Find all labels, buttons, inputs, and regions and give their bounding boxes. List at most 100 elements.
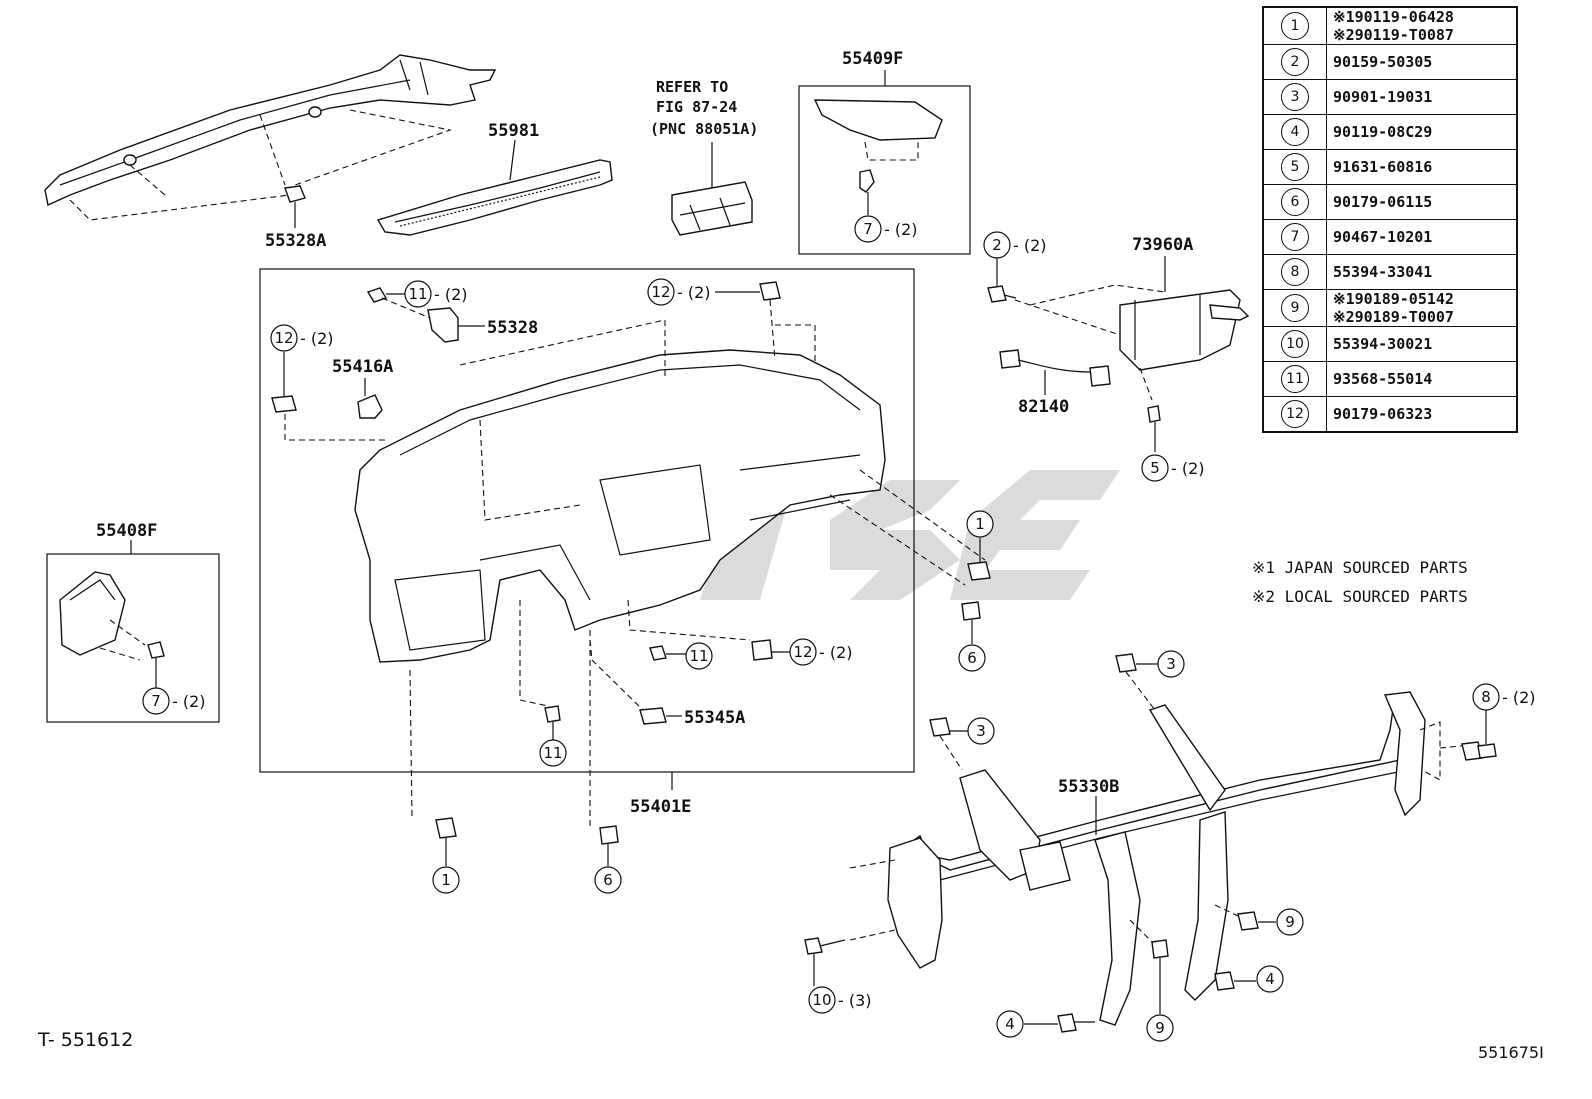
note-japan: ※1 JAPAN SOURCED PARTS [1252,558,1468,577]
callout-6-right: 6 [958,644,986,672]
legend-row: 4 90119-08C29 [1262,114,1518,150]
svg-text:- (2): - (2) [819,643,853,662]
svg-text:11: 11 [543,744,562,762]
legend-value: 91631-60816 [1326,149,1518,185]
clip-55345a [589,639,682,725]
svg-text:6: 6 [967,649,977,667]
svg-text:- (2): - (2) [677,283,711,302]
defroster-nozzle-55981 [376,139,613,236]
legend-row: 9 ※190189-05142※290189-T0007 [1262,289,1518,327]
svg-text:9: 9 [1155,1019,1165,1037]
legend-row: 6 90179-06115 [1262,184,1518,220]
svg-text:4: 4 [1005,1015,1015,1033]
callout-3-right: 3 [1157,650,1185,678]
reinforcement-55330b [849,691,1471,1026]
bracket-55328 [366,287,485,343]
legend-value: 93568-55014 [1326,361,1518,397]
callout-9-right: 9 [1276,908,1304,936]
svg-text:- (2): - (2) [1502,688,1536,707]
legend-value: ※190189-05142 [1333,290,1454,308]
svg-text:12: 12 [651,283,670,301]
callout-3-left: 3 [967,717,995,745]
bolt-10 [804,937,846,986]
legend-row: 10 55394-30021 [1262,326,1518,362]
callout-7-left: 7 - (2) [142,687,206,715]
legend-key: 1 [1281,12,1309,40]
legend-value: 55394-30021 [1326,326,1518,362]
bolt-4-right [1214,971,1256,991]
label-55408f: 55408F [96,521,157,541]
clip-12-bottom [751,639,790,661]
clip-55328a [284,185,306,228]
bolt-11-right [649,645,686,661]
legend-row: 3 90901-19031 [1262,79,1518,115]
legend-key: 3 [1281,83,1309,111]
fastener-legend-table: 1 ※190119-06428※290119-T0087 2 90159-503… [1262,6,1518,433]
legend-key: 8 [1281,258,1309,286]
legend-key: 10 [1281,330,1309,358]
legend-row: 5 91631-60816 [1262,149,1518,185]
refer-line2: FIG 87-24 [656,98,737,116]
label-55328a: 55328A [265,231,326,251]
legend-value: ※290119-T0087 [1333,26,1454,44]
callout-12-bottom: 12 - (2) [789,638,853,666]
svg-text:1: 1 [975,515,985,533]
label-55981: 55981 [488,121,539,141]
legend-key: 2 [1281,48,1309,76]
bracket-55416a [357,378,383,419]
legend-row: 11 93568-55014 [1262,361,1518,397]
svg-text:3: 3 [976,722,986,740]
wire-harness-82140 [999,349,1111,395]
instrument-panel-55401e [284,299,986,663]
svg-text:7: 7 [151,692,161,710]
box-55401e [259,268,915,790]
box-55409f [798,70,971,255]
svg-text:12: 12 [274,329,293,347]
nut-6-right [961,601,981,644]
callout-11-bottom: 11 [539,739,567,767]
footer-left-id: T- 551612 [37,1029,133,1051]
legend-value: 55394-33041 [1326,254,1518,290]
callout-12-left: 12 - (2) [270,324,334,352]
callout-5: 5 - (2) [1141,454,1205,482]
bolt-3-left [929,717,968,771]
svg-text:11: 11 [408,285,427,303]
callout-4-right: 4 [1256,965,1284,993]
callout-10: 10 - (3) [808,986,872,1014]
svg-text:- (2): - (2) [1013,236,1047,255]
passenger-airbag-73960a [1014,256,1250,452]
legend-value: ※190119-06428 [1333,8,1454,26]
svg-text:- (2): - (2) [884,220,918,239]
svg-text:10: 10 [812,991,831,1009]
svg-text:3: 3 [1166,655,1176,673]
note-local: ※2 LOCAL SOURCED PARTS [1252,587,1468,606]
callout-9-center: 9 [1146,1014,1174,1042]
legend-key: 12 [1281,400,1309,428]
refer-line1: REFER TO [656,78,728,96]
callout-7-top: 7 - (2) [854,215,918,243]
svg-text:- (2): - (2) [172,692,206,711]
box-55408f [46,540,220,723]
callout-12-top: 12 - (2) [647,278,711,306]
bolt-2 [987,258,1017,303]
nut-9-center [1129,919,1169,1014]
legend-key: 11 [1281,365,1309,393]
label-55416a: 55416A [332,357,393,377]
svg-text:- (2): - (2) [434,285,468,304]
legend-key: 5 [1281,153,1309,181]
svg-text:- (3): - (3) [838,991,872,1010]
svg-text:9: 9 [1285,913,1295,931]
bolt-1-lower [409,669,457,866]
nut-8 [1461,710,1497,761]
legend-row: 8 55394-33041 [1262,254,1518,290]
svg-text:7: 7 [863,220,873,238]
legend-row: 12 90179-06323 [1262,396,1518,433]
callout-2: 2 - (2) [983,231,1047,259]
callout-11-right: 11 [685,642,713,670]
bolt-4-bottom [1024,1013,1095,1033]
footer-right-id: 551675I [1478,1043,1544,1062]
legend-value: 90179-06323 [1326,396,1518,433]
legend-key: 4 [1281,118,1309,146]
svg-text:- (2): - (2) [1171,459,1205,478]
